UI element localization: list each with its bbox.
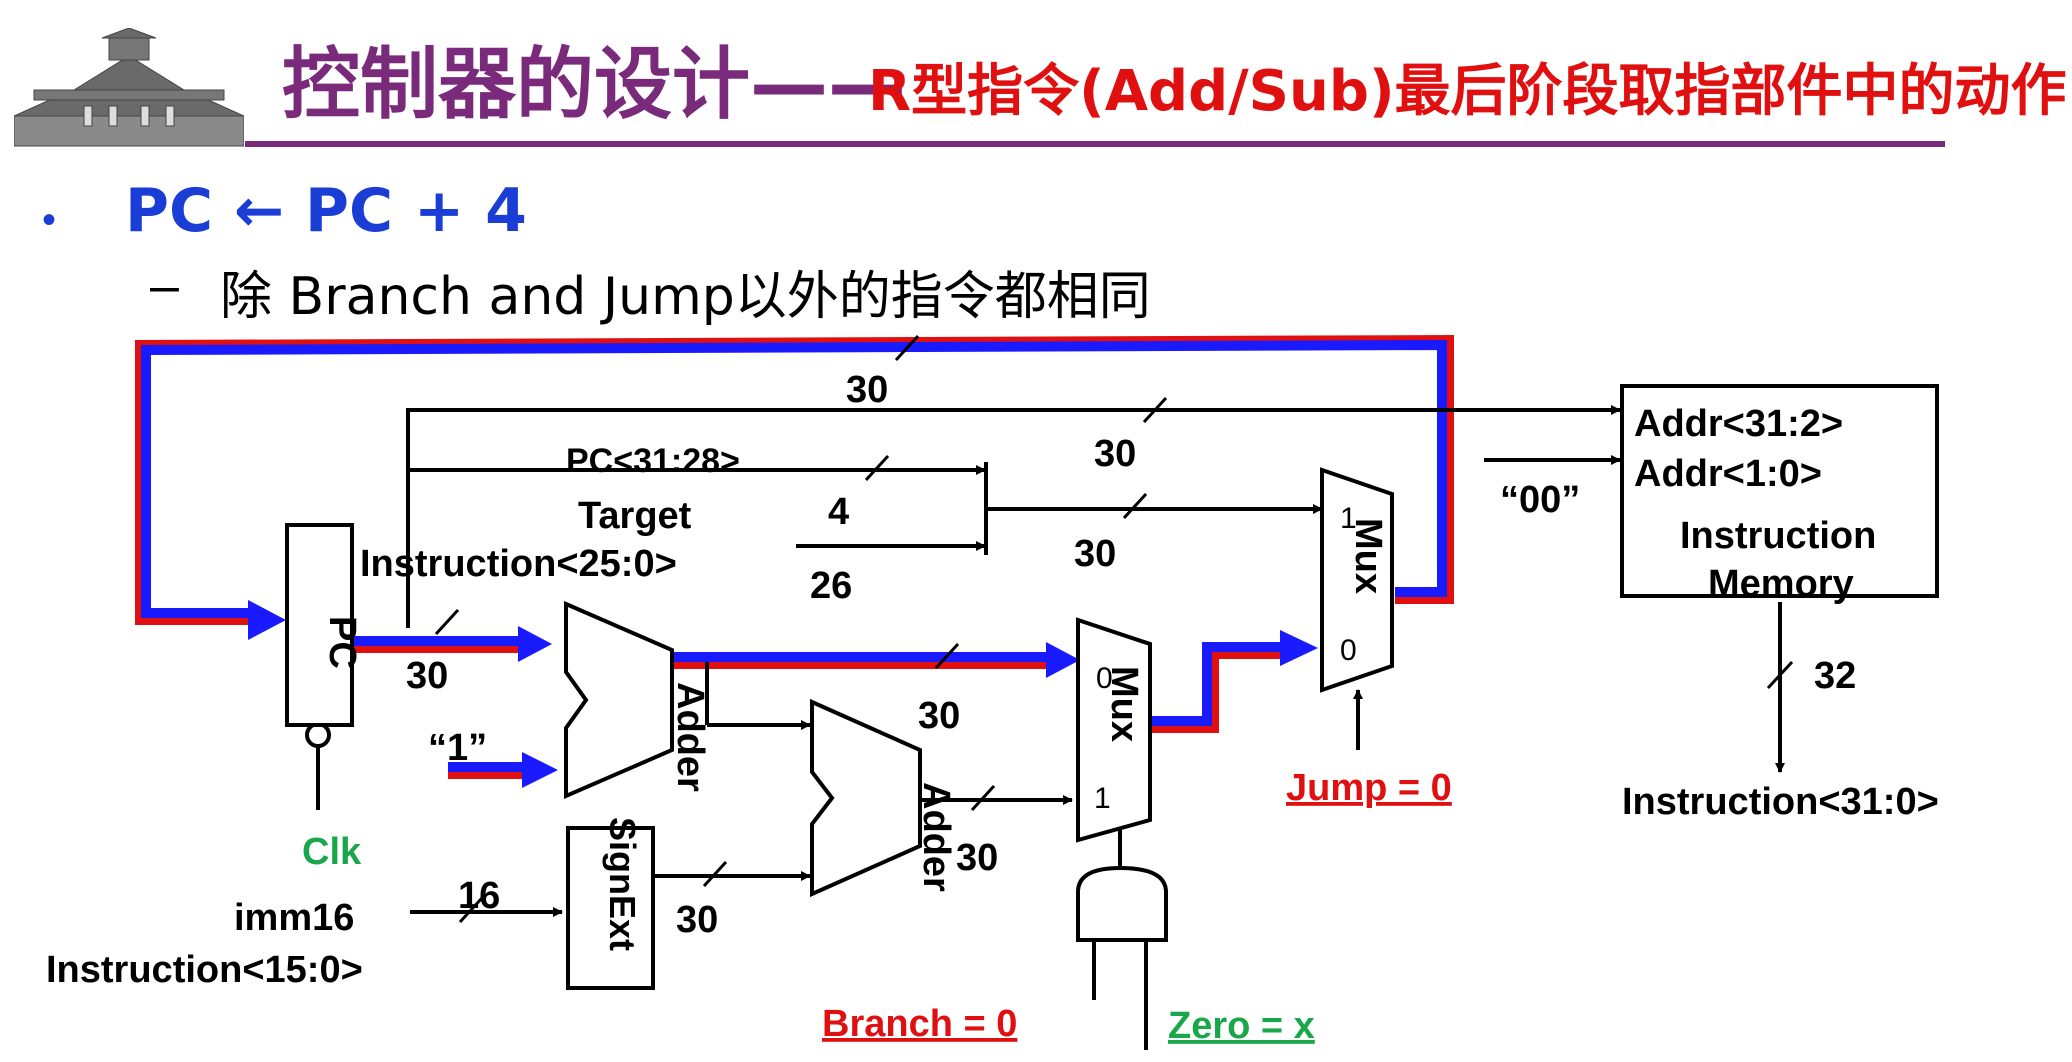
width-30-adder2: 30 [956, 837, 998, 879]
branch-mux [1076, 617, 1152, 843]
instr-31-0-label: Instruction<31:0> [1622, 781, 1939, 823]
width-30-concat: 30 [1074, 533, 1116, 575]
feedback-path-blue [141, 339, 1447, 618]
jump-mux-in0: 0 [1340, 634, 1357, 667]
addr-1-0-label: Addr<1:0> [1634, 453, 1822, 495]
instr-15-0-label: Instruction<15:0> [46, 949, 363, 991]
width-16-label: 16 [458, 875, 500, 917]
sub-bullet-text: 除 Branch and Jump以外的指令都相同 [220, 267, 1151, 327]
title-underline [245, 141, 1945, 147]
pc-input-arrowhead [248, 600, 286, 640]
adder-branch-label: Adder [915, 782, 957, 892]
imem-label-line2: Memory [1708, 563, 1854, 605]
sub-bullet-dash: – [150, 257, 179, 315]
slide-title: 控制器的设计—— [282, 40, 907, 130]
mux-mux-arrowhead [1280, 630, 1318, 666]
width-30-pc: 30 [406, 655, 448, 697]
imem-label-line1: Instruction [1680, 515, 1876, 557]
zero-control-label: Zero = x [1168, 1005, 1315, 1047]
clk-label: Clk [302, 831, 362, 873]
adder-pc-label: Adder [669, 682, 711, 792]
instruction-memory [1620, 384, 1939, 598]
addr-31-2-label: Addr<31:2> [1634, 403, 1843, 445]
pc-31-28-label: PC<31:28> [566, 442, 740, 480]
pc-register [285, 523, 354, 727]
signext-unit [566, 826, 655, 990]
bus-width-slashes [434, 334, 1794, 924]
one-adder-arrowhead [522, 752, 558, 788]
width-30-adder: 30 [918, 695, 960, 737]
width-30-signext: 30 [676, 899, 718, 941]
clk-bubble [305, 722, 331, 748]
width-32-label: 32 [1814, 655, 1856, 697]
bullet-dot: • [42, 198, 57, 242]
imm16-label: imm16 [234, 897, 354, 939]
adder-branch [810, 698, 922, 898]
width-26-label: 26 [810, 565, 852, 607]
university-logo [14, 28, 244, 147]
pc-adder-arrowhead [518, 626, 552, 662]
zeros-literal: “00” [1500, 479, 1580, 521]
jump-mux-in1: 1 [1340, 502, 1357, 535]
bullet-pc-update: PC ← PC + 4 [125, 176, 527, 246]
mux-to-mux-blue [1152, 642, 1282, 726]
jump-mux-label: Mux [1347, 518, 1389, 594]
slide-subtitle: R型指令(Add/Sub)最后阶段取指部件中的动作 [868, 59, 2067, 124]
signext-label: SignExt [602, 817, 643, 951]
width-30-top: 30 [846, 369, 888, 411]
adder-mux-arrowhead [1046, 642, 1080, 678]
adder-pc [564, 600, 674, 800]
branch-control-label: Branch = 0 [822, 1003, 1017, 1045]
jump-control-label: Jump = 0 [1286, 767, 1452, 809]
branch-mux-in0: 0 [1096, 662, 1113, 695]
pc-register-label: PC [321, 616, 363, 669]
branch-mux-in1: 1 [1094, 782, 1111, 815]
width-4-label: 4 [828, 491, 849, 533]
one-literal: “1” [428, 727, 487, 769]
and-gate [1076, 865, 1168, 942]
jump-mux [1320, 467, 1394, 693]
width-30-addr: 30 [1094, 433, 1136, 475]
mux-to-mux-red [1152, 649, 1282, 733]
instr-25-0-label: Instruction<25:0> [360, 543, 677, 585]
branch-mux-label: Mux [1103, 666, 1145, 742]
target-label: Target [578, 495, 692, 537]
